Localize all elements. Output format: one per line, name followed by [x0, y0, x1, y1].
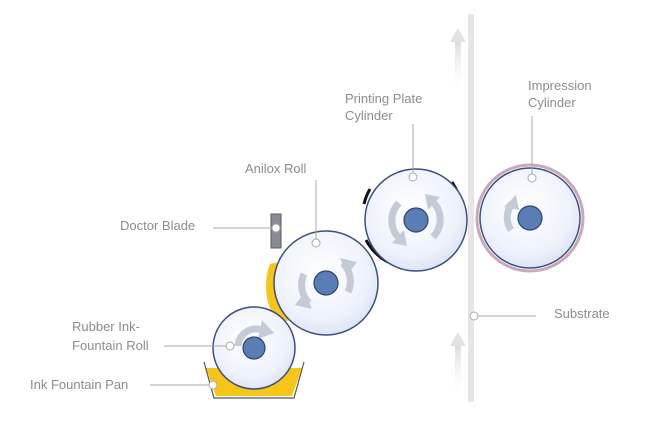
rubber-roll-hub [242, 336, 266, 360]
label-anilox-roll: Anilox Roll [245, 161, 307, 176]
plate-segment-black [362, 188, 372, 205]
leader-doctor-blade [213, 223, 281, 233]
leader-rubber-roll [164, 341, 235, 351]
anilox-roll-hub [313, 270, 339, 296]
label-doctor-blade: Doctor Blade [120, 218, 195, 233]
leader-printing-plate [408, 124, 418, 182]
label-substrate: Substrate [554, 306, 610, 321]
label-rubber-roll-line2: Fountain Roll [72, 338, 149, 353]
label-printing-plate-line2: Cylinder [345, 108, 393, 123]
impression-cylinder [475, 163, 585, 273]
label-impression-cylinder: Impression Cylinder [528, 78, 595, 110]
leader-substrate [469, 311, 536, 321]
impression-cylinder-hub [517, 205, 543, 231]
printing-plate-cylinder [362, 168, 468, 272]
ink-film [266, 262, 290, 326]
flow-arrow-upper-icon [450, 28, 466, 94]
label-rubber-roll-line1: Rubber Ink- [72, 319, 140, 334]
leader-impression [527, 116, 537, 183]
label-printing-plate-cylinder: Printing Plate Cylinder [345, 91, 426, 123]
substrate-line [468, 14, 474, 402]
plate-cylinder-hub [403, 207, 429, 233]
leader-anilox [311, 180, 321, 248]
flow-arrow-lower-icon [450, 332, 466, 398]
leader-ink-pan [150, 380, 218, 390]
rubber-ink-fountain-roll [212, 306, 296, 390]
label-rubber-ink-fountain-roll: Rubber Ink- Fountain Roll [72, 319, 149, 353]
label-printing-plate-line1: Printing Plate [345, 91, 422, 106]
anilox-roll [273, 230, 379, 336]
label-impression-line2: Cylinder [528, 95, 576, 110]
label-ink-fountain-pan: Ink Fountain Pan [30, 377, 128, 392]
label-impression-line1: Impression [528, 78, 592, 93]
